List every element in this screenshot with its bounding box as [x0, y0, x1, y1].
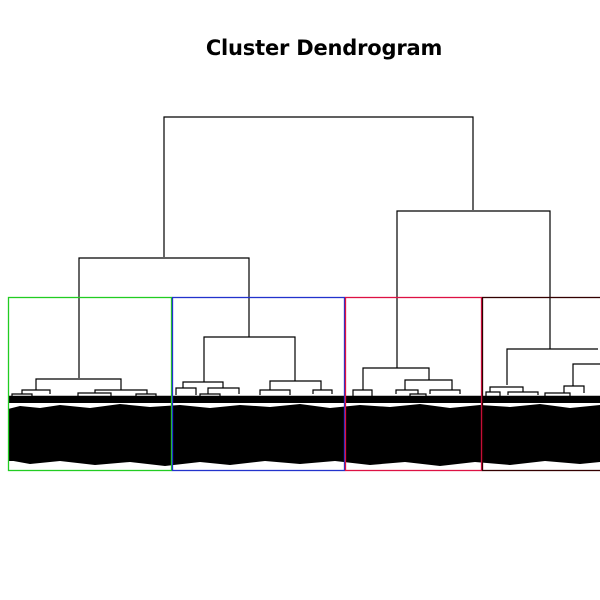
cluster-boxes	[7, 296, 600, 472]
link-blue-f	[312, 389, 333, 394]
link-dark-sub	[572, 363, 600, 386]
link-blue-c	[207, 387, 240, 394]
link-right-branch	[396, 210, 551, 368]
dendrogram-links	[11, 116, 600, 396]
link-red-f	[409, 393, 427, 396]
link-dark-e	[485, 391, 501, 396]
link-left-branch	[78, 257, 250, 378]
link-blue-b	[175, 387, 197, 395]
link-red-d	[395, 389, 419, 394]
link-root	[163, 116, 474, 257]
link-red-a	[362, 367, 430, 390]
link-blue-e	[259, 389, 291, 395]
link-blue-a	[182, 381, 224, 388]
link-red-e	[429, 389, 461, 394]
cluster-box-2	[171, 296, 346, 472]
leaf-labels-top-edge	[8, 404, 600, 410]
leaf-labels-bottom-edge	[8, 459, 600, 466]
chart-title: Cluster Dendrogram	[205, 36, 443, 60]
cluster-box-1	[7, 296, 173, 472]
link-dark-split	[506, 348, 598, 385]
link-green-d	[77, 392, 112, 396]
link-blue-d	[269, 380, 322, 390]
link-green-e	[135, 393, 157, 396]
link-blue-g	[199, 393, 221, 396]
link-dark-d	[544, 392, 571, 396]
cluster-box-3	[344, 296, 483, 472]
link-dark-c	[563, 385, 585, 393]
link-dark-b	[507, 391, 539, 395]
cluster-box-4	[481, 296, 600, 472]
link-green-a	[35, 378, 122, 390]
link-red-c	[352, 389, 373, 396]
leaf-labels-block	[8, 397, 600, 466]
link-green-f	[11, 393, 33, 396]
link-blue-split	[203, 336, 296, 382]
link-green-b	[21, 389, 51, 394]
link-green-c	[94, 389, 148, 394]
link-red-b	[404, 379, 453, 390]
link-dark-a	[489, 386, 524, 392]
